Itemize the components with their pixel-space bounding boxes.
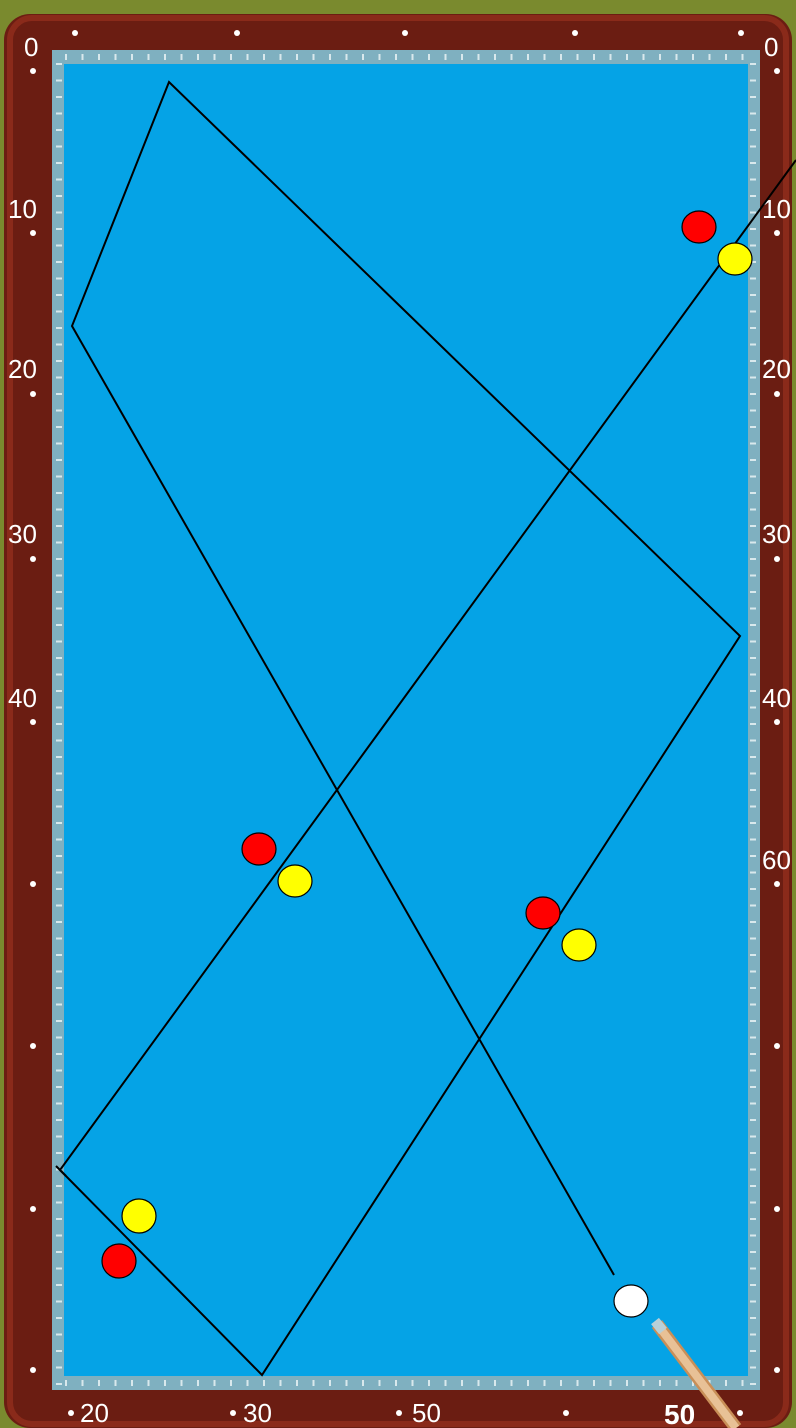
left-rail-label: 40 [8,683,37,713]
diamond-marker-icon [774,719,780,725]
diamond-marker-icon [774,1043,780,1049]
diamond-marker-icon [30,1206,36,1212]
bottom-rail-label: 20 [80,1398,109,1428]
table-cloth [64,64,748,1376]
diamond-marker-icon [563,1410,569,1416]
diamond-marker-icon [30,68,36,74]
bottom-rail-label: 30 [243,1398,272,1428]
right-rail-label: 20 [762,354,791,384]
diamond-marker-icon [774,391,780,397]
left-rail-label: 30 [8,519,37,549]
diamond-marker-icon [30,1367,36,1373]
yellow-ball-top-right [718,243,752,275]
diamond-marker-icon [774,230,780,236]
red-ball-bottom-left [102,1244,136,1278]
yellow-ball-bottom-left [122,1199,156,1233]
yellow-ball-mid-left [278,865,312,897]
diamond-marker-icon [30,556,36,562]
left-rail-label: 10 [8,194,37,224]
right-rail-label: 10 [762,194,791,224]
yellow-ball-mid-right [562,929,596,961]
diamond-marker-icon [738,30,744,36]
diamond-marker-icon [774,556,780,562]
red-ball-mid-left [242,833,276,865]
cue-position-label: 50 [664,1399,695,1428]
diamond-marker-icon [30,391,36,397]
diamond-marker-icon [572,30,578,36]
diamond-marker-icon [30,1043,36,1049]
diamond-marker-icon [30,719,36,725]
left-rail-label: 0 [24,32,38,62]
diamond-marker-icon [774,1206,780,1212]
diamond-marker-icon [30,230,36,236]
right-rail-label: 40 [762,683,791,713]
right-rail-label: 0 [764,32,778,62]
right-rail-label: 60 [762,845,791,875]
cue-ball [614,1285,648,1317]
diamond-marker-icon [234,30,240,36]
left-rail-label: 20 [8,354,37,384]
diamond-marker-icon [774,881,780,887]
red-ball-top-right [682,211,716,243]
diamond-marker-icon [30,881,36,887]
red-ball-mid-right [526,897,560,929]
diamond-marker-icon [774,68,780,74]
diamond-marker-icon [774,1367,780,1373]
diamond-marker-icon [396,1410,402,1416]
diamond-marker-icon [72,30,78,36]
diamond-marker-icon [737,1410,743,1416]
right-rail-label: 30 [762,519,791,549]
diamond-marker-icon [402,30,408,36]
diamond-marker-icon [68,1410,74,1416]
bottom-rail-label: 50 [412,1398,441,1428]
diamond-marker-icon [230,1410,236,1416]
